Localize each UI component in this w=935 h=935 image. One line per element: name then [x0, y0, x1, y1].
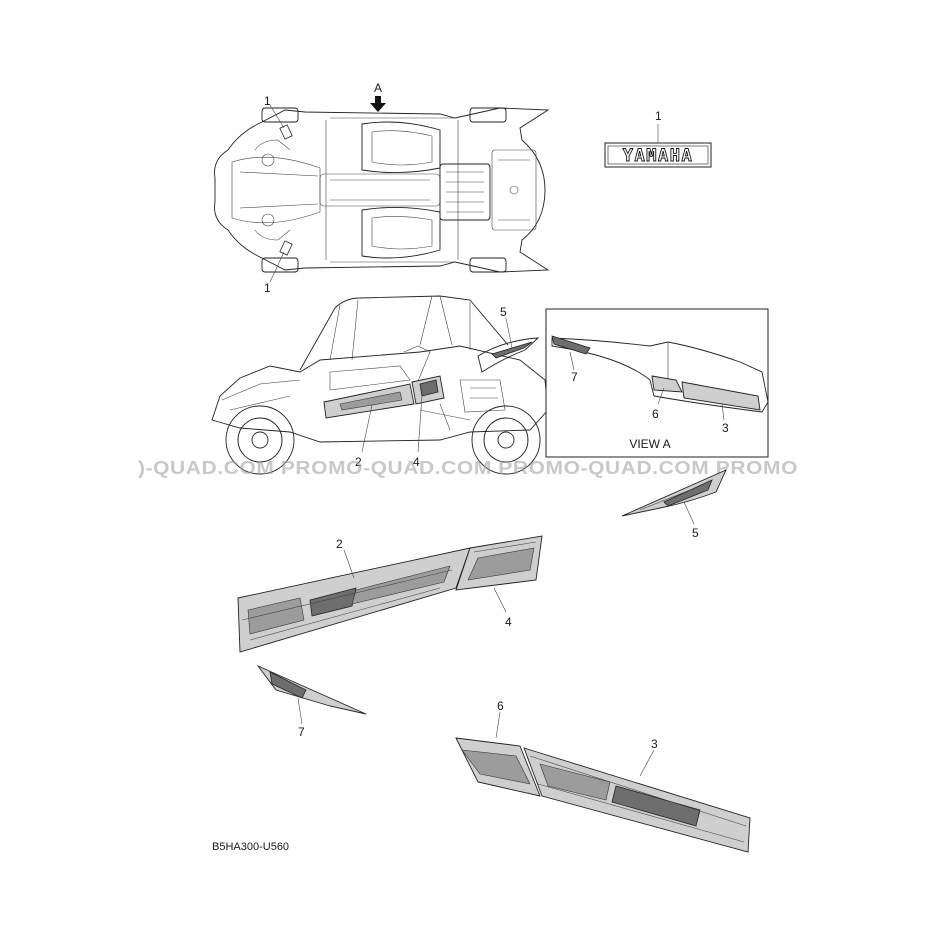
decal-part-7: 7: [256, 664, 367, 739]
callout-1-lower: 1: [264, 281, 271, 295]
emblem-mark-lower: [279, 240, 293, 256]
callout-4-side: 4: [413, 455, 420, 469]
callout-7-part: 7: [298, 725, 305, 739]
callout-3-viewa: 3: [722, 421, 729, 435]
decal-part-6-3: 6 3: [455, 699, 751, 853]
view-direction-arrow-icon: [370, 96, 386, 112]
callout-2-side: 2: [355, 455, 362, 469]
vehicle-top-view: 1 1 A: [214, 81, 550, 295]
view-marker-label: A: [374, 81, 382, 95]
callout-4-part: 4: [505, 615, 512, 629]
callout-6-viewa: 6: [652, 407, 659, 421]
callout-1-emblem: 1: [655, 109, 662, 123]
decal-part-5: 5: [621, 469, 727, 540]
decal-part-2-4: 2 4: [237, 535, 543, 653]
view-a-label: VIEW A: [629, 437, 670, 451]
vehicle-side-view: 5 2 4: [211, 295, 549, 475]
view-a-detail: 7 6 3 VIEW A: [545, 308, 769, 458]
callout-3-part: 3: [651, 737, 658, 751]
callout-1-upper: 1: [264, 94, 271, 108]
callout-5-side: 5: [500, 305, 507, 319]
callout-7-viewa: 7: [571, 370, 578, 384]
watermark-text: )-QUAD.COM PROMO-QUAD.COM PROMO-QUAD.COM…: [138, 458, 798, 478]
callout-6-part: 6: [497, 699, 504, 713]
yamaha-emblem-detail: 1 YAMAHA: [604, 109, 712, 168]
callout-2-part: 2: [336, 537, 343, 551]
callout-5-part: 5: [692, 526, 699, 540]
emblem-mark-upper: [279, 124, 293, 140]
yamaha-emblem-text: YAMAHA: [623, 146, 693, 166]
drawing-code: B5HA300-U560: [212, 841, 289, 853]
